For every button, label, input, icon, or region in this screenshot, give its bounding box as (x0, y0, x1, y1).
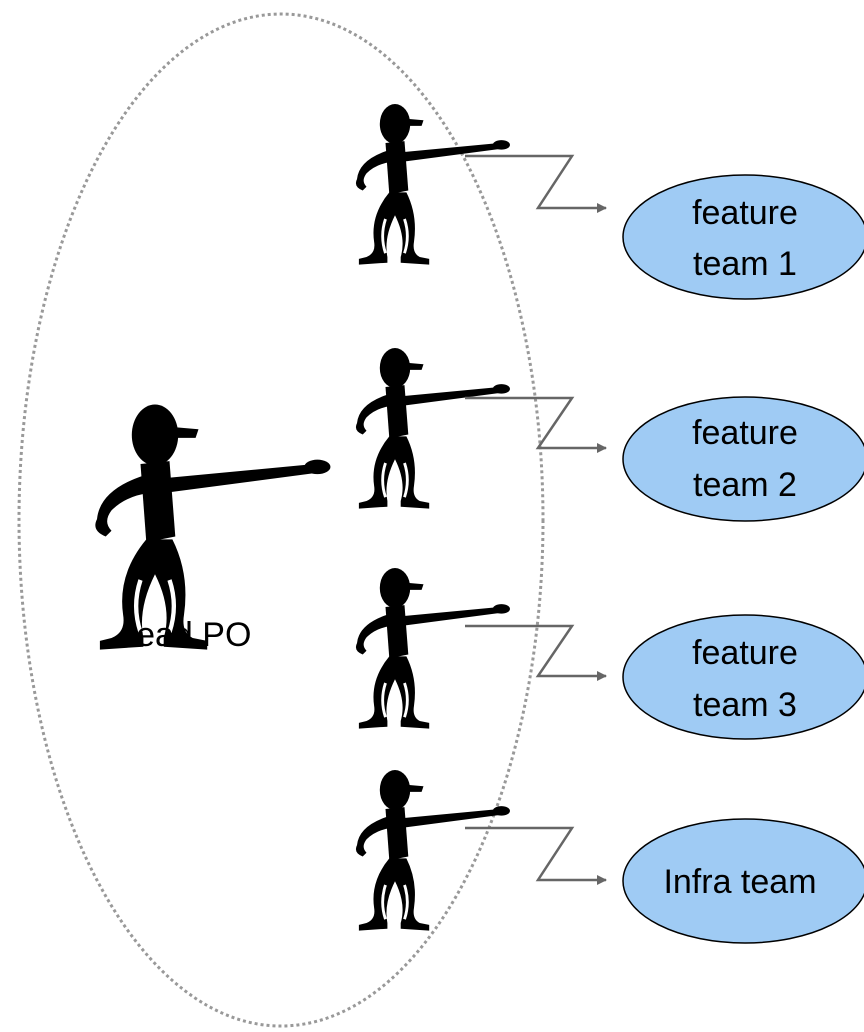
po-figure-icon (354, 768, 512, 933)
team-node: feature team 1 (622, 174, 864, 300)
team-node: feature team 3 (622, 614, 864, 740)
team-label-line: feature (692, 634, 798, 672)
team-label-line: team 2 (693, 466, 797, 504)
po-group-outline (17, 12, 545, 1028)
lead-po-label: lead PO (129, 616, 252, 654)
team-node: feature team 2 (622, 396, 864, 522)
team-label-line: feature (692, 414, 798, 452)
po-figure-icon (354, 346, 512, 511)
team-label-line: team 1 (693, 245, 797, 283)
connector-arrow (465, 396, 607, 453)
connector-arrow (465, 154, 607, 213)
connector-arrow (465, 624, 607, 681)
po-figure-icon (354, 566, 512, 731)
lead-po-figure-icon (95, 405, 330, 650)
po-figure-icon (354, 102, 512, 267)
team-node: Infra team (622, 818, 864, 944)
team-label-line: team 3 (693, 686, 797, 724)
connector-arrow (465, 826, 607, 885)
team-label-line: Infra team (663, 863, 816, 901)
team-label-line: feature (692, 194, 798, 232)
